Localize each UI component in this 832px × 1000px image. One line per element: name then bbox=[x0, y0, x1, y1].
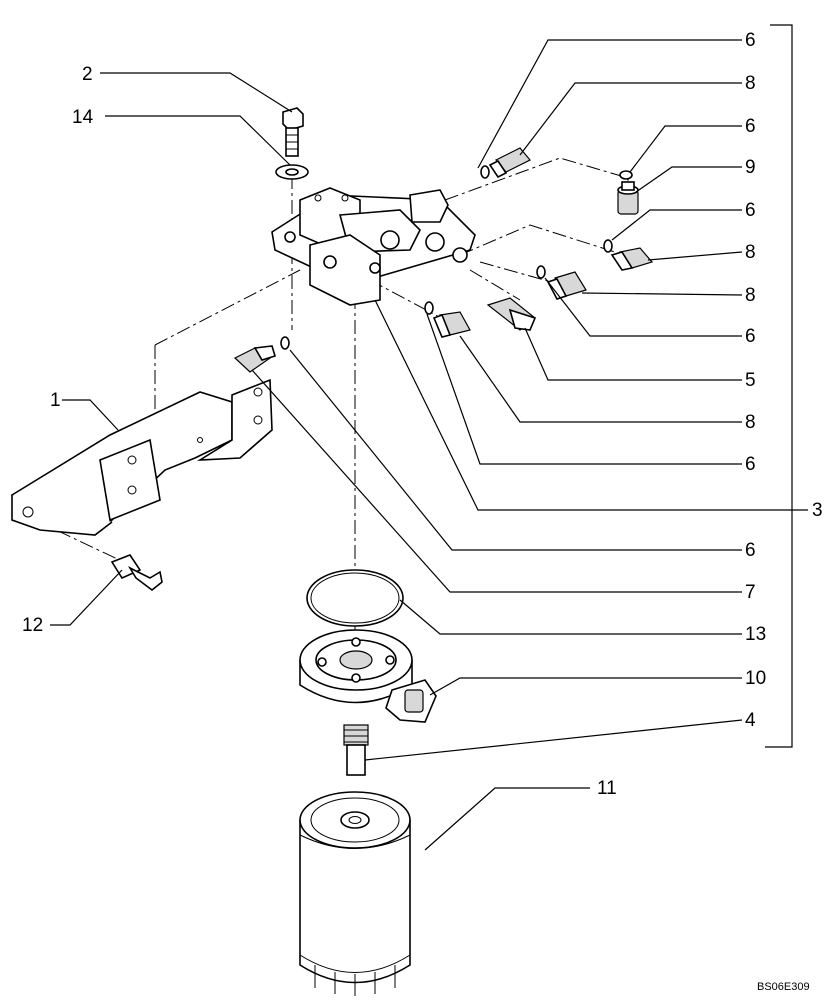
callout-11: 11 bbox=[597, 778, 617, 799]
callout-8: 8 bbox=[745, 412, 756, 433]
sensor bbox=[486, 297, 537, 331]
callout-6: 6 bbox=[745, 116, 756, 137]
callout-6: 6 bbox=[745, 540, 756, 561]
callout-14: 14 bbox=[72, 107, 94, 128]
filter-cartridge bbox=[299, 791, 411, 996]
callout-6: 6 bbox=[745, 454, 756, 475]
filter-head-housing bbox=[271, 187, 476, 306]
callout-3: 3 bbox=[812, 500, 823, 521]
nipple bbox=[343, 724, 369, 776]
adapter bbox=[299, 629, 437, 723]
fittings bbox=[432, 147, 654, 338]
fitting-9 bbox=[617, 181, 639, 215]
callout-13: 13 bbox=[745, 624, 766, 645]
washer bbox=[275, 164, 309, 180]
drawing-code: BS06E309 bbox=[757, 981, 810, 993]
assembly-bracket bbox=[765, 24, 793, 748]
bolt-top bbox=[282, 107, 304, 157]
plug bbox=[233, 345, 276, 373]
callout-5: 5 bbox=[745, 370, 756, 391]
callout-1: 1 bbox=[50, 390, 61, 411]
callout-8: 8 bbox=[745, 285, 756, 306]
callout-9: 9 bbox=[745, 157, 756, 178]
mounting-bracket bbox=[10, 378, 273, 536]
leader-lines bbox=[50, 39, 808, 851]
callout-labels: 2 14 1 12 6 8 6 9 6 8 8 6 5 8 6 3 6 7 13… bbox=[22, 30, 823, 799]
callout-4: 4 bbox=[745, 710, 756, 731]
gasket bbox=[306, 569, 404, 627]
callout-6: 6 bbox=[745, 30, 756, 51]
callout-8: 8 bbox=[745, 242, 756, 263]
callout-12: 12 bbox=[22, 615, 43, 636]
callout-7: 7 bbox=[745, 582, 756, 603]
callout-8: 8 bbox=[745, 73, 756, 94]
callout-6: 6 bbox=[745, 326, 756, 347]
callout-2: 2 bbox=[82, 64, 93, 85]
o-rings bbox=[280, 165, 633, 350]
callout-6: 6 bbox=[745, 200, 756, 221]
callout-10: 10 bbox=[745, 668, 766, 689]
